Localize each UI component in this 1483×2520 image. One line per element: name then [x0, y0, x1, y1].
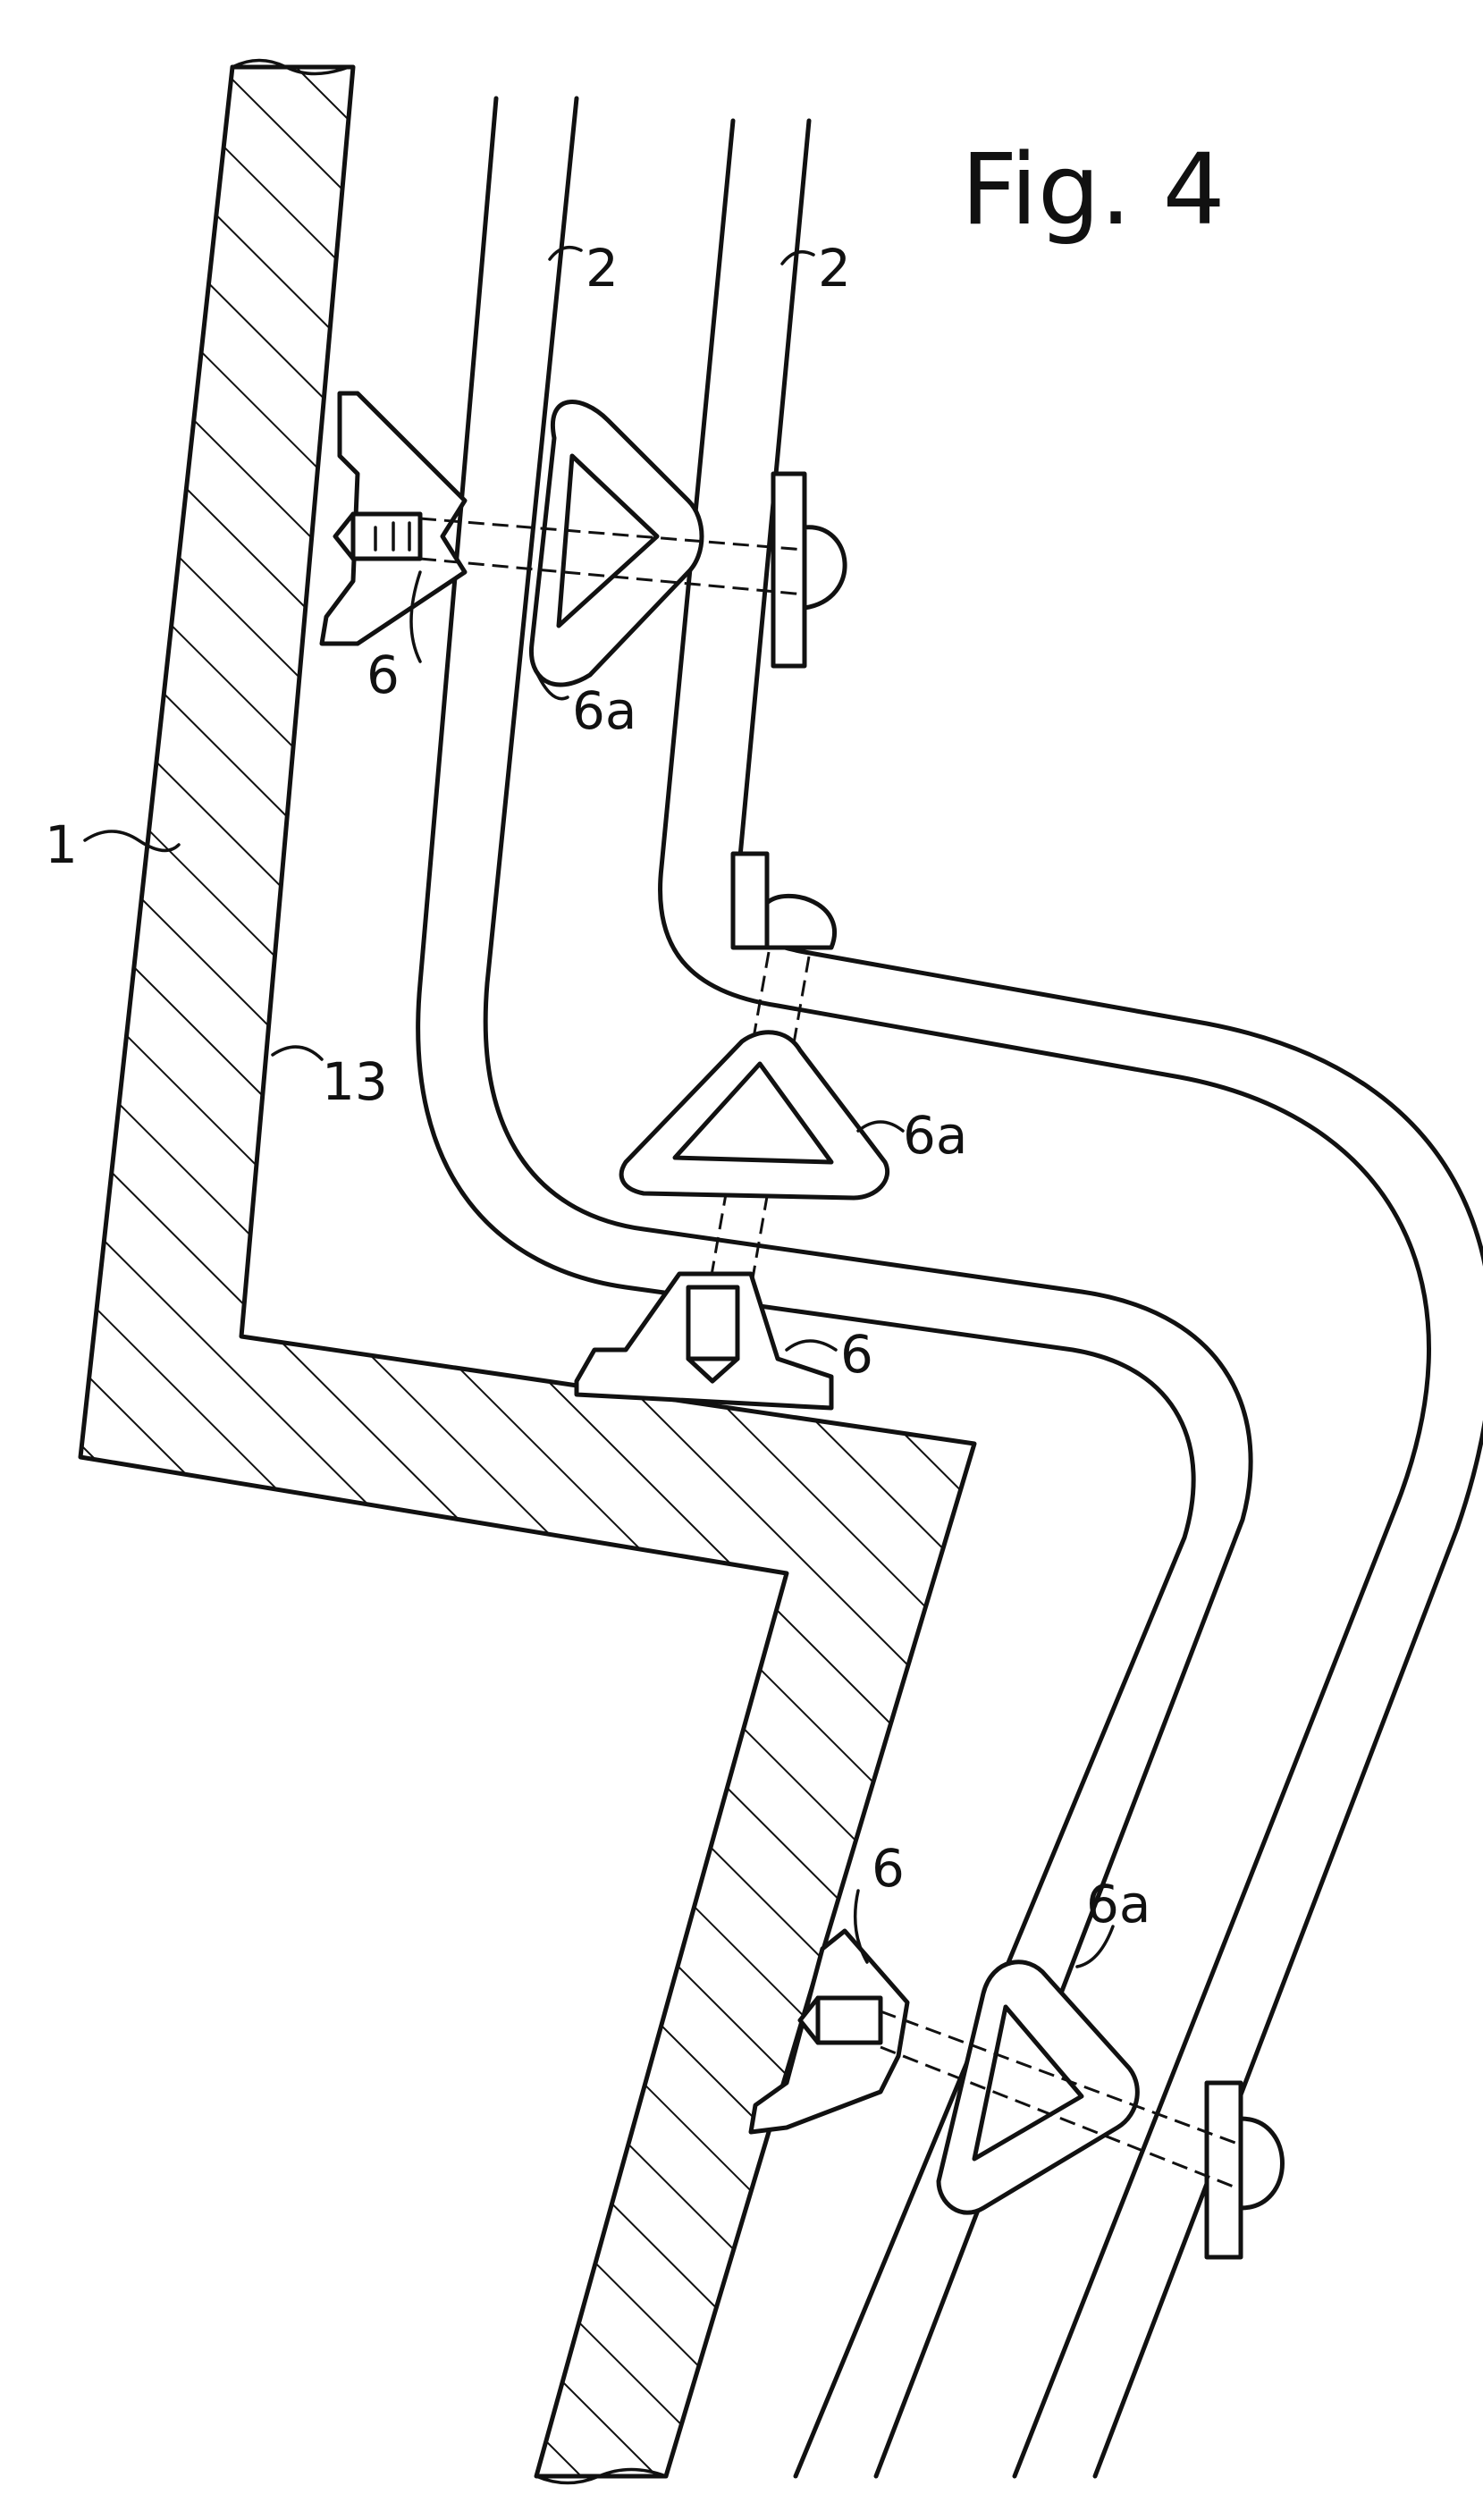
tube-left-outer: [416, 96, 1196, 2479]
label-surface: 13: [322, 1051, 388, 1112]
label-holder-middle: 6: [840, 1324, 873, 1385]
label-tube-left: 2: [586, 238, 619, 299]
screw-axis-top-1: [419, 517, 805, 552]
tube-left-inner: [483, 96, 1253, 2479]
screw-point-middle: [686, 1356, 740, 1384]
screw-head-top: [802, 525, 847, 611]
clamp-top-cutout: [556, 453, 660, 628]
leader-2-left: [548, 245, 583, 261]
leader-6a-bottom: [1075, 1925, 1115, 1968]
leader-1: [83, 830, 181, 853]
screw-head-bottom: [1238, 2116, 1285, 2211]
leader-6-top: [409, 570, 422, 663]
screw-axis-top-2: [419, 557, 805, 596]
label-holder-top: 6: [367, 645, 400, 705]
leader-6-middle: [785, 1339, 838, 1352]
screw-point-top: [333, 511, 356, 561]
leader-6a-middle: [856, 1120, 905, 1133]
label-holder-bottom: 6: [872, 1838, 905, 1899]
screw-point-bottom: [797, 1995, 821, 2045]
screw-axis-bottom-2: [880, 2045, 1243, 2192]
screw-plate-middle: [730, 851, 770, 950]
label-wall: 1: [45, 814, 78, 875]
tube-right-outer: [658, 118, 1431, 2479]
break-line-bottom: [535, 2467, 668, 2485]
leader-2-right: [780, 249, 815, 265]
screw-head-middle: [764, 893, 837, 950]
figure-title: Fig. 4: [961, 132, 1226, 247]
break-line-top: [231, 58, 350, 76]
leader-6-bottom: [853, 1889, 869, 1964]
clamp-bottom-cutout: [972, 2004, 1084, 2162]
label-tube-right: 2: [818, 238, 851, 299]
label-clamp-middle: 6a: [903, 1105, 967, 1166]
screw-plate-bottom: [1204, 2080, 1243, 2260]
screw-plate-top: [771, 471, 807, 669]
leader-13: [271, 1045, 324, 1061]
screw-tip-middle: [686, 1285, 740, 1361]
wall-cross-section: [78, 64, 977, 2479]
label-clamp-bottom: 6a: [1086, 1874, 1150, 1934]
screw-axis-bottom-1: [880, 2010, 1243, 2147]
leader-6a-top: [530, 660, 569, 701]
clamp-middle-cutout: [672, 1061, 834, 1165]
screw-tip-bottom: [815, 1995, 883, 2045]
label-clamp-top: 6a: [572, 680, 636, 741]
